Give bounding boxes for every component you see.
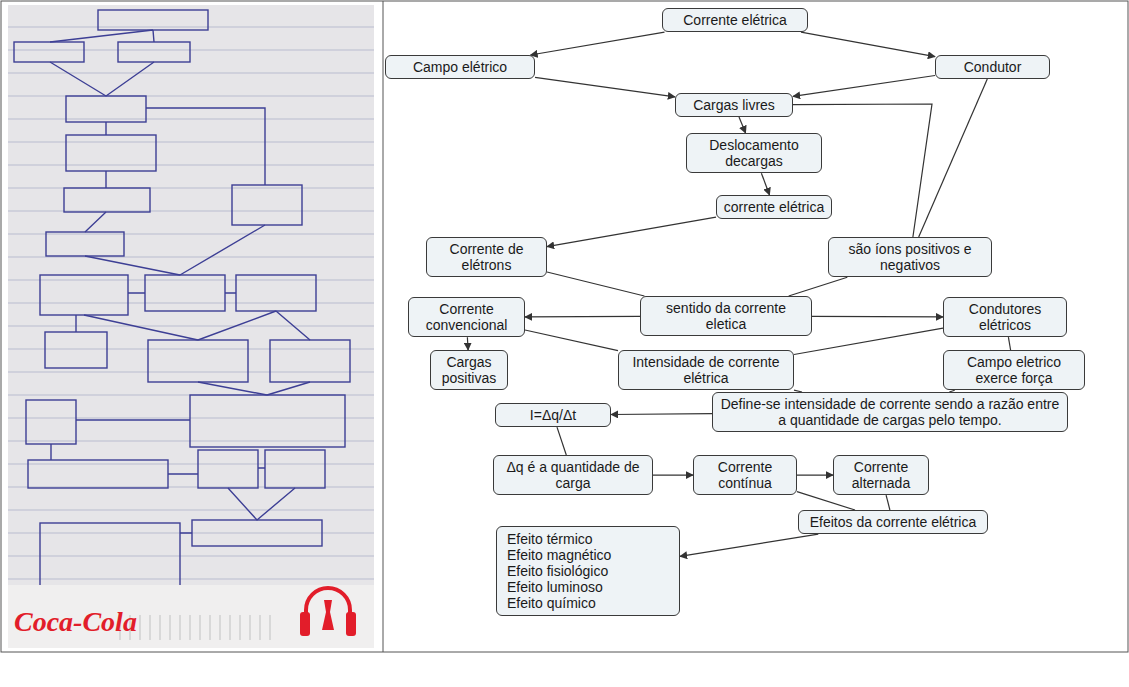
concept-box: Campo elétrico bbox=[385, 55, 535, 79]
concept-text: Campo elétrico bbox=[392, 59, 528, 75]
concept-text: Cargas livres bbox=[682, 97, 786, 113]
connector bbox=[886, 495, 890, 510]
concept-box: Efeitos da corrente elétrica bbox=[798, 510, 988, 534]
concept-box: Cargas positivas bbox=[430, 350, 508, 390]
concept-box: Corrente contínua bbox=[693, 455, 797, 495]
concept-box: Corrente convencional bbox=[408, 297, 525, 337]
concept-text: Corrente de elétrons bbox=[433, 241, 540, 273]
concept-text: Efeito magnético bbox=[507, 547, 669, 563]
connector bbox=[801, 32, 935, 57]
connector bbox=[557, 427, 566, 455]
connector bbox=[611, 413, 712, 415]
connector bbox=[1008, 337, 1010, 350]
connector bbox=[547, 217, 716, 247]
concept-text: Cargas positivas bbox=[437, 354, 501, 386]
connector bbox=[739, 117, 746, 133]
concept-box: Δq é a quantidade de carga bbox=[493, 455, 653, 495]
concept-text: Δq é a quantidade de carga bbox=[500, 459, 646, 491]
connector bbox=[812, 316, 943, 318]
concept-text: Corrente contínua bbox=[700, 459, 790, 491]
concept-box: Condutor bbox=[935, 55, 1050, 79]
connector bbox=[793, 76, 935, 97]
connector bbox=[680, 534, 818, 556]
connector bbox=[467, 337, 469, 350]
concept-box: são íons positivos e negativos bbox=[828, 237, 992, 277]
connector bbox=[547, 272, 644, 296]
connector bbox=[794, 328, 943, 354]
concept-text: Corrente elétrica bbox=[669, 12, 801, 28]
concept-box: Corrente elétrica bbox=[662, 8, 808, 32]
concept-box: Deslocamento decargas bbox=[686, 133, 822, 173]
concept-text: Corrente alternada bbox=[840, 459, 922, 491]
connector bbox=[525, 316, 640, 318]
concept-text: I=Δq/Δt bbox=[502, 407, 604, 423]
concept-box: Condutores elétricos bbox=[943, 297, 1067, 337]
concept-text: Define-se intensidade de corrente sendo … bbox=[719, 396, 1061, 428]
concept-text: Efeitos da corrente elétrica bbox=[805, 514, 981, 530]
concept-text: Deslocamento decargas bbox=[693, 137, 815, 169]
connector bbox=[535, 77, 675, 97]
concept-box: corrente elétrica bbox=[716, 195, 832, 219]
connector bbox=[525, 330, 618, 351]
concept-text: Efeito químico bbox=[507, 595, 669, 611]
connector bbox=[797, 475, 833, 476]
concept-text: Efeito térmico bbox=[507, 531, 669, 547]
concept-text: corrente elétrica bbox=[723, 199, 825, 215]
connector bbox=[531, 32, 665, 55]
concept-box: Cargas livres bbox=[675, 93, 793, 117]
concept-text: Efeito fisiológico bbox=[507, 563, 669, 579]
connector bbox=[653, 475, 693, 476]
concept-text: Intensidade de corrente elétrica bbox=[625, 354, 787, 386]
concept-text: sentido da corrente eletica bbox=[647, 300, 805, 332]
concept-text: Campo eletrico exerce força bbox=[950, 354, 1078, 386]
concept-box: I=Δq/Δt bbox=[495, 403, 611, 427]
concept-text: são íons positivos e negativos bbox=[835, 241, 985, 273]
concept-box: Corrente de elétrons bbox=[426, 237, 547, 277]
logo-text: Coca-Cola bbox=[14, 606, 137, 638]
connector bbox=[761, 173, 769, 195]
concept-text: Condutor bbox=[942, 59, 1043, 75]
connector bbox=[789, 277, 848, 296]
concept-box: Efeito térmicoEfeito magnéticoEfeito fis… bbox=[496, 526, 680, 616]
concept-text: Condutores elétricos bbox=[950, 301, 1060, 333]
concept-box: sentido da corrente eletica bbox=[640, 296, 812, 336]
concept-text: Efeito luminoso bbox=[507, 579, 669, 595]
concept-text: Corrente convencional bbox=[415, 301, 518, 333]
concept-box: Corrente alternada bbox=[833, 455, 929, 495]
concept-box: Intensidade de corrente elétrica bbox=[618, 350, 794, 390]
connector bbox=[919, 79, 988, 237]
concept-box: Define-se intensidade de corrente sendo … bbox=[712, 392, 1068, 432]
concept-box: Campo eletrico exerce força bbox=[943, 350, 1085, 390]
